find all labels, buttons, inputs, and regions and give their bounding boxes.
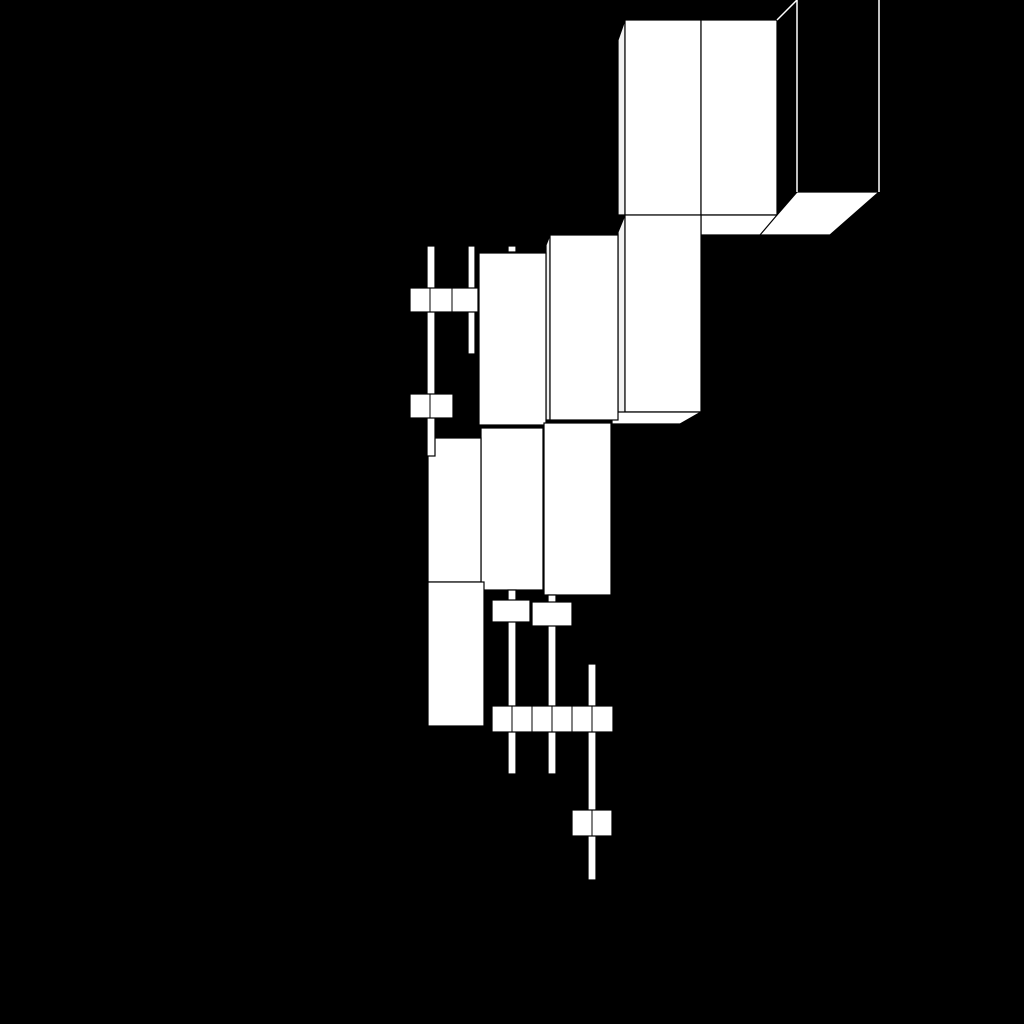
block-mid-upper-center [549,234,619,421]
rod-vertical [547,594,557,775]
rod-stub [507,245,517,253]
block-mid-upper-left [478,252,547,426]
block-mid-upper-right [624,214,702,413]
block-lower-right [543,422,612,596]
connector-cross [409,393,454,419]
top-block-edge [759,214,778,236]
rod-vertical [426,245,436,457]
middle-blocks [427,214,704,727]
connector-cross [531,601,573,627]
rod-vertical [587,663,597,881]
top-block-left-bevel [617,19,626,216]
top-block [617,0,881,236]
connector-cross [491,599,531,623]
block-lower-left-upper [427,437,482,583]
top-block-front-right [700,19,778,216]
top-block-front-left [624,19,702,216]
rod-vertical [507,589,517,775]
block-bevel [617,214,626,422]
block-mid-bottom-face [611,411,704,425]
top-block-edge [776,0,798,21]
connector-cross [409,287,479,313]
block-lower-left-lower [427,581,485,727]
block-lower-center [480,427,544,591]
connectors [409,245,614,881]
